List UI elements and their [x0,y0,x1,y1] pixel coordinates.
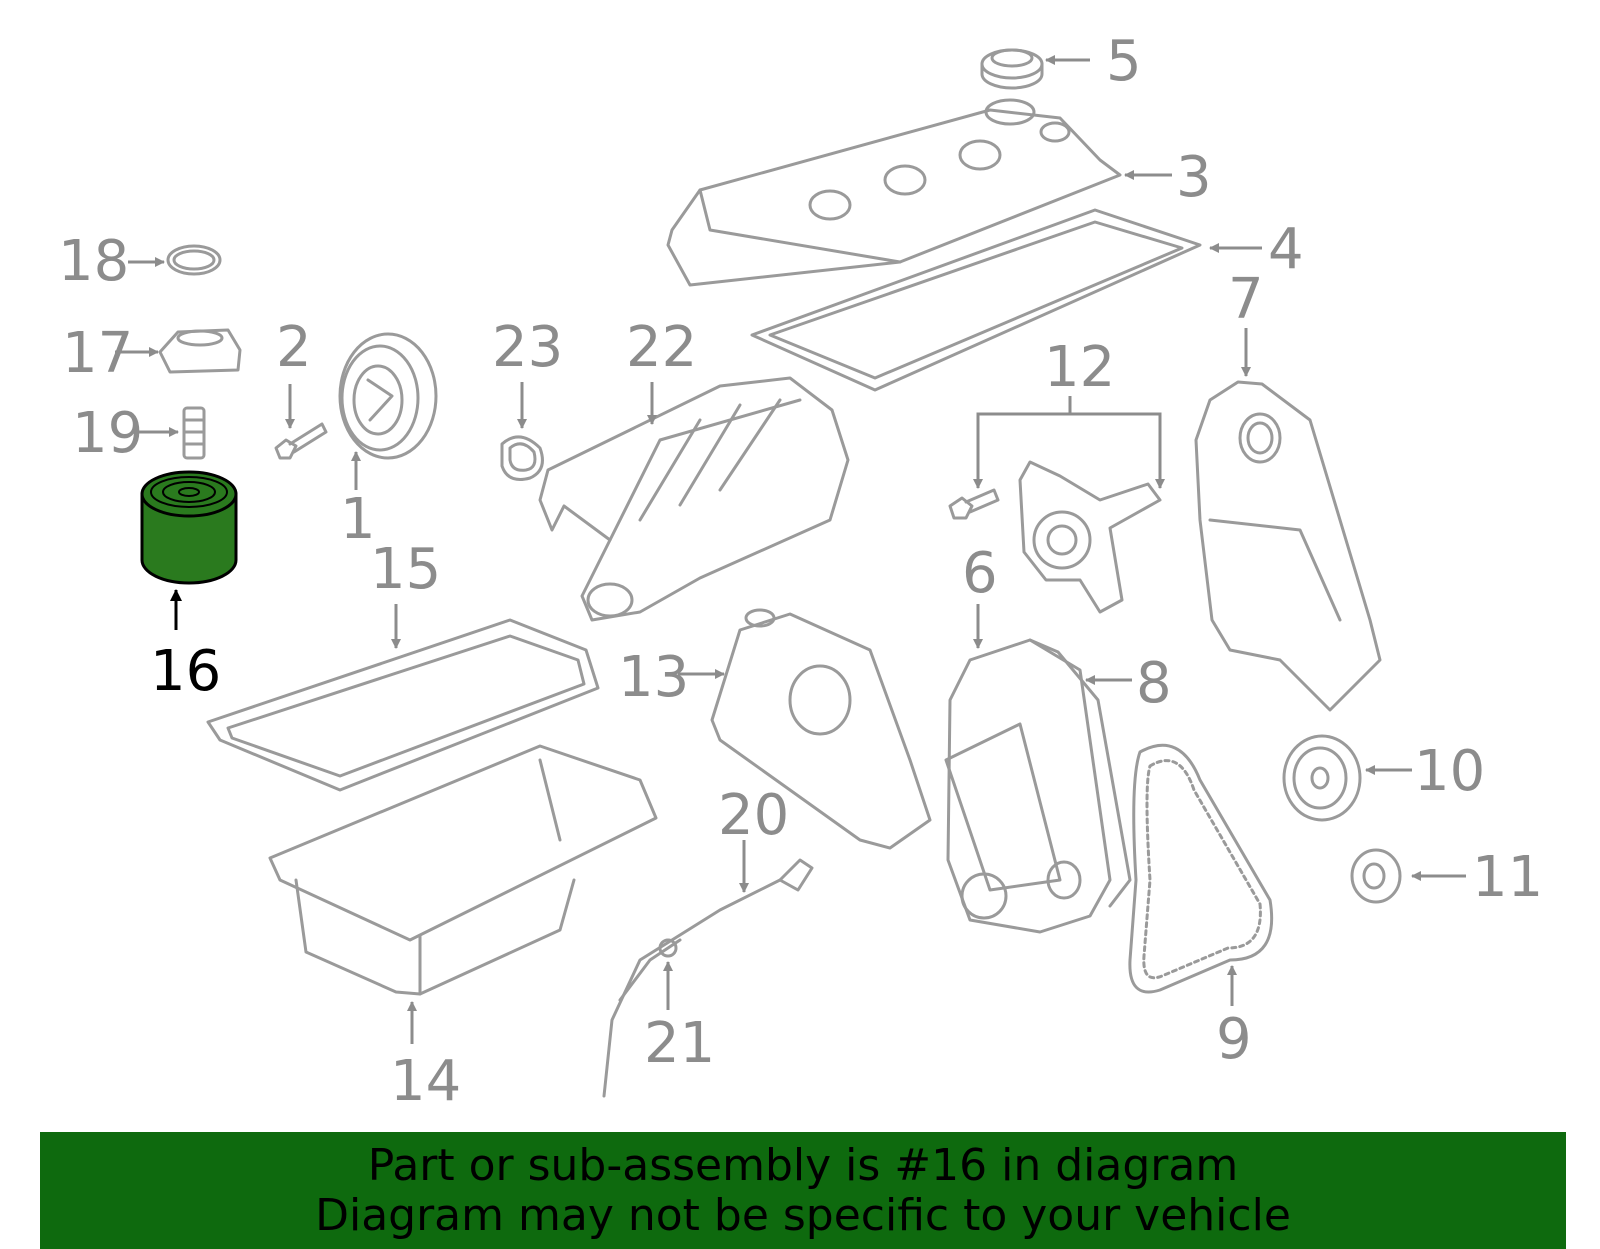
callout-11: 11 [1472,845,1543,910]
oil-pump-drawing[interactable] [710,608,932,850]
timing-cover-lower-drawing[interactable] [944,638,1112,934]
callout-18: 18 [58,229,129,294]
callout-9: 9 [1216,1007,1252,1072]
oil-filler-cap-drawing[interactable] [980,48,1044,90]
callout-23: 23 [492,315,563,380]
callout-20: 20 [718,783,789,848]
oil-pan-drawing[interactable] [268,744,658,996]
callout-13: 13 [618,645,689,710]
oil-pan-gasket-drawing[interactable] [206,618,600,792]
banner-line-2: Diagram may not be specific to your vehi… [315,1189,1291,1241]
belt-tensioner-drawing[interactable] [1018,460,1162,614]
banner-line-1: Part or sub-assembly is #16 in diagram [367,1139,1239,1191]
callout-17: 17 [62,321,133,386]
crankshaft-pulley-drawing[interactable] [338,332,438,460]
info-banner: Part or sub-assembly is #16 in diagram D… [40,1132,1566,1249]
pulley-bolt-drawing[interactable] [274,422,328,460]
callout-15: 15 [370,537,441,602]
callout-19: 19 [72,401,143,466]
callout-12: 12 [1044,335,1115,400]
callout-4: 4 [1268,217,1304,282]
callout-21: 21 [644,1011,715,1076]
filter-nipple-drawing[interactable] [182,406,206,460]
crankshaft-sprocket-drawing[interactable] [1350,848,1402,904]
callout-7: 7 [1228,267,1264,332]
valve-cover-drawing[interactable] [666,98,1122,287]
callout-14: 14 [390,1049,461,1114]
callout-1: 1 [340,487,376,552]
dipstick-tube-drawing[interactable] [618,938,682,1002]
callout-22: 22 [626,315,697,380]
o-ring-drawing[interactable] [166,244,222,276]
oil-dipstick-drawing[interactable] [602,858,814,1098]
tensioner-bolt-drawing[interactable] [948,488,1000,520]
timing-belt-drawing[interactable] [1128,743,1274,994]
camshaft-sprocket-drawing[interactable] [1282,734,1362,822]
oil-filter-drawing[interactable] [140,470,238,585]
filter-adapter-drawing[interactable] [158,328,242,374]
parts-diagram: 5 3 4 18 17 19 16 2 1 23 22 12 7 15 6 13… [58,29,1543,1114]
intake-manifold-drawing[interactable] [538,376,850,622]
timing-cover-drawing[interactable] [1194,380,1382,712]
callout-8: 8 [1136,651,1172,716]
callout-6: 6 [962,541,998,606]
callout-10: 10 [1414,739,1485,804]
intake-gasket-drawing[interactable] [500,435,544,481]
callout-16: 16 [150,639,221,704]
callout-2: 2 [276,315,312,380]
valve-cover-gasket-drawing[interactable] [750,208,1202,392]
callout-5: 5 [1106,29,1142,94]
timing-cover-gasket-drawing[interactable] [1028,638,1132,908]
callout-3: 3 [1176,145,1212,210]
